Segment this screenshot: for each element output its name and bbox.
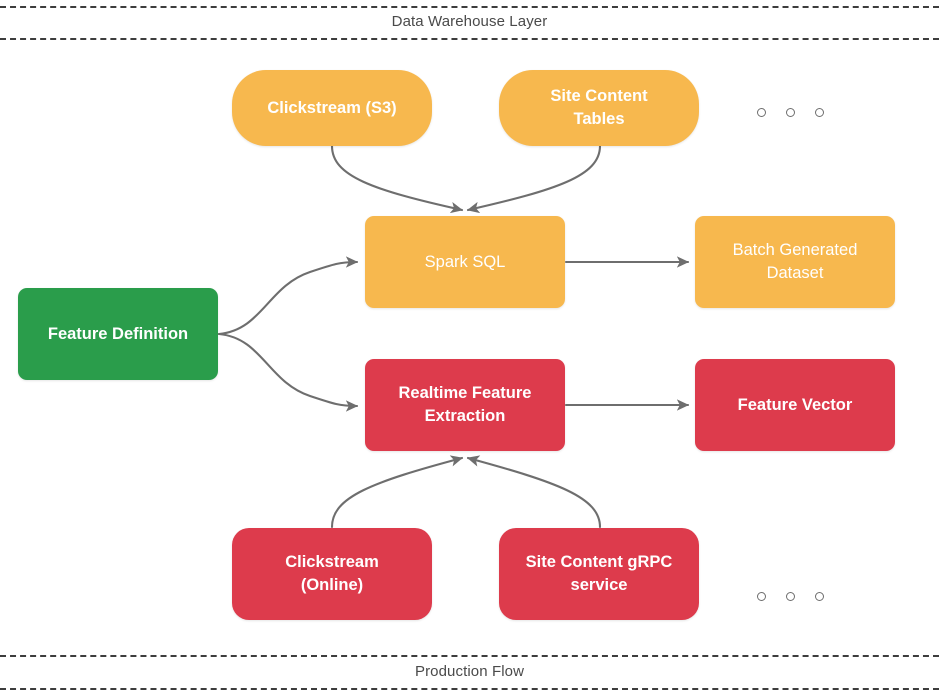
- node-feature-vector[interactable]: Feature Vector: [695, 359, 895, 451]
- node-spark-sql-label: Spark SQL: [424, 252, 506, 271]
- top-band-label: Data Warehouse Layer: [391, 13, 548, 30]
- node-realtime-feature-extraction-label: Realtime Feature Extraction: [375, 382, 555, 428]
- ellipsis-ring-icon: [815, 592, 824, 601]
- node-site-content-grpc-label-line1: Site Content gRPC: [525, 553, 673, 571]
- node-clickstream-online-label: Clickstream (Online): [242, 551, 422, 597]
- node-site-content-grpc-label: Site Content gRPC service: [509, 551, 689, 597]
- node-clickstream-s3[interactable]: Clickstream (S3): [232, 70, 432, 146]
- bottom-band-label: Production Flow: [414, 663, 525, 680]
- node-batch-generated-dataset-label-line1: Batch Generated: [732, 241, 858, 259]
- edge-clickstream-s3-to-spark-sql: [330, 144, 464, 214]
- node-site-content-tables-label: Site Content Tables: [509, 85, 689, 131]
- edge-clickstream-online-to-realtime-feature-extraction: [330, 455, 464, 529]
- node-feature-vector-label: Feature Vector: [737, 395, 853, 414]
- ellipsis-ring-icon: [815, 108, 824, 117]
- node-realtime-feature-extraction[interactable]: Realtime Feature Extraction: [365, 359, 565, 451]
- top-band-lower-rule: [0, 38, 939, 40]
- node-site-content-tables-label-line1: Site Content: [550, 87, 648, 105]
- node-batch-generated-dataset-label: Batch Generated Dataset: [705, 239, 885, 285]
- node-realtime-feature-extraction-label-line1: Realtime Feature: [398, 384, 532, 402]
- ellipsis-ring-icon: [786, 592, 795, 601]
- bottom-band-lower-rule: [0, 688, 939, 690]
- edge-site-content-grpc-to-realtime-feature-extraction: [466, 455, 602, 529]
- node-clickstream-s3-label: Clickstream (S3): [267, 98, 397, 117]
- node-batch-generated-dataset[interactable]: Batch Generated Dataset: [695, 216, 895, 308]
- node-spark-sql[interactable]: Spark SQL: [365, 216, 565, 308]
- top-band-upper-rule: [0, 6, 939, 8]
- bottom-ellipsis-dots: [757, 592, 824, 601]
- node-batch-generated-dataset-label-line2: Dataset: [766, 264, 824, 282]
- node-realtime-feature-extraction-label-line2: Extraction: [424, 407, 506, 425]
- ellipsis-ring-icon: [757, 108, 766, 117]
- ellipsis-ring-icon: [786, 108, 795, 117]
- node-clickstream-online[interactable]: Clickstream (Online): [232, 528, 432, 620]
- edge-feature-definition-to-realtime-feature-extraction: [217, 332, 359, 412]
- edge-feature-definition-to-spark-sql: [217, 256, 359, 336]
- top-ellipsis-dots: [757, 108, 824, 117]
- node-feature-definition-label: Feature Definition: [47, 324, 189, 343]
- ellipsis-ring-icon: [757, 592, 766, 601]
- node-feature-definition[interactable]: Feature Definition: [18, 288, 218, 380]
- edge-site-content-tables-to-spark-sql: [466, 144, 602, 214]
- node-clickstream-online-label-line2: (Online): [300, 576, 364, 594]
- node-clickstream-online-label-line1: Clickstream: [285, 553, 379, 571]
- node-site-content-tables[interactable]: Site Content Tables: [499, 70, 699, 146]
- node-site-content-grpc-label-line2: service: [570, 576, 628, 594]
- node-site-content-grpc[interactable]: Site Content gRPC service: [499, 528, 699, 620]
- bottom-band-upper-rule: [0, 655, 939, 657]
- node-site-content-tables-label-line2: Tables: [573, 110, 625, 128]
